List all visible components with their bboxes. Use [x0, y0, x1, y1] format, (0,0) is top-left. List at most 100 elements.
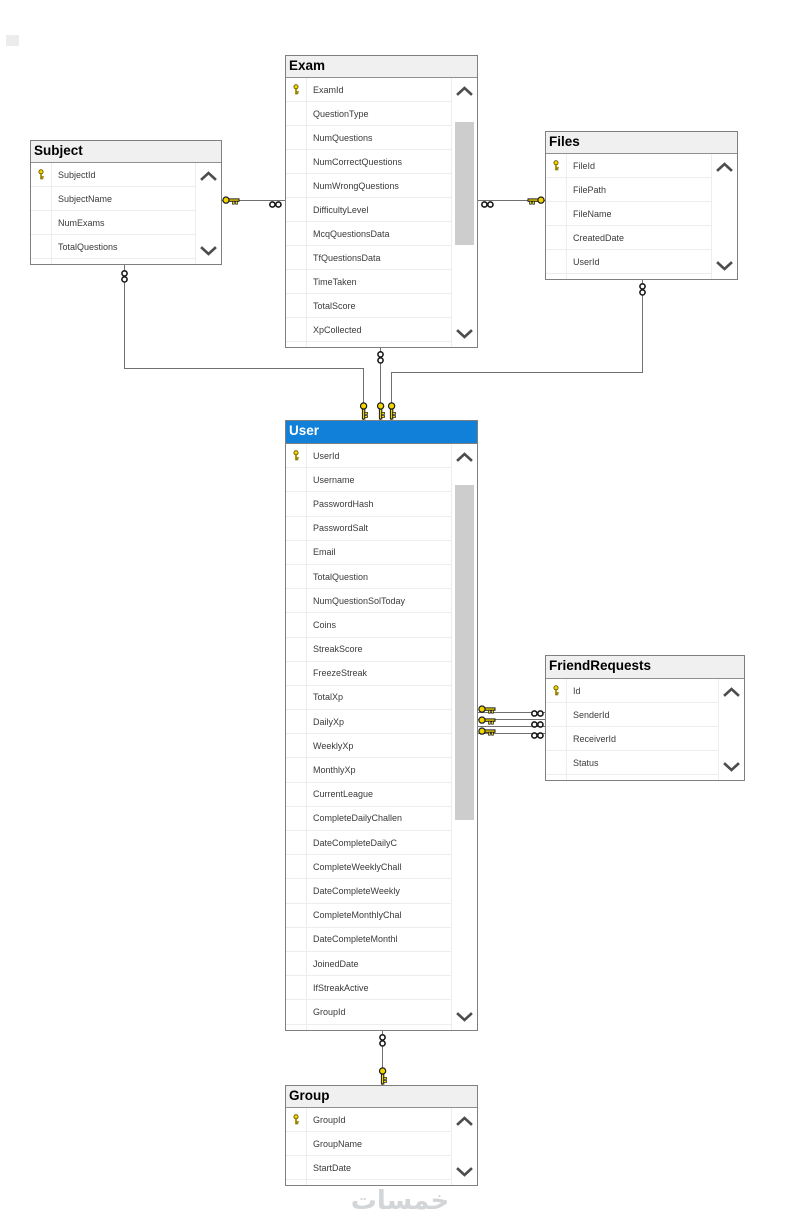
field-row-receiverid[interactable]: ReceiverId	[546, 727, 718, 751]
field-row-timetaken[interactable]: TimeTaken	[286, 270, 451, 294]
scroll-down-button[interactable]	[452, 1159, 477, 1185]
relationship-line-user-subject[interactable]	[124, 368, 364, 369]
relationship-line-user-friendrequests[interactable]	[478, 733, 546, 734]
field-row-completemonthlychal[interactable]: CompleteMonthlyChal	[286, 904, 451, 928]
scrollbar-thumb[interactable]	[455, 485, 474, 820]
field-row-completeweeklychall[interactable]: CompleteWeeklyChall	[286, 855, 451, 880]
table-scrollbar[interactable]	[711, 154, 737, 279]
field-row-examid[interactable]: ExamId	[286, 78, 451, 102]
relationship-line-user-subject[interactable]	[363, 368, 364, 421]
scrollbar-track[interactable]	[196, 189, 221, 238]
scrollbar-track[interactable]	[452, 470, 477, 1004]
field-row-tfquestionsdata[interactable]: TfQuestionsData	[286, 246, 451, 270]
field-row-email[interactable]: Email	[286, 541, 451, 565]
scrollbar-track[interactable]	[452, 1134, 477, 1159]
relationship-line-user-friendrequests[interactable]	[478, 712, 546, 713]
field-row-completedailychallen[interactable]: CompleteDailyChallen	[286, 807, 451, 831]
field-row-numexams[interactable]: NumExams	[31, 211, 195, 235]
scrollbar-track[interactable]	[719, 705, 744, 754]
scrollbar-track[interactable]	[452, 104, 477, 321]
relationship-line-user-files[interactable]	[391, 372, 643, 373]
relationship-line-user-friendrequests[interactable]	[478, 726, 546, 727]
field-row-fileid[interactable]: FileId	[546, 154, 711, 178]
table-header-friendrequests[interactable]: FriendRequests	[546, 656, 744, 679]
field-row-datecompleteweekly[interactable]: DateCompleteWeekly	[286, 879, 451, 904]
field-row-totalquestions[interactable]: TotalQuestions	[31, 235, 195, 259]
field-row-filepath[interactable]: FilePath	[546, 178, 711, 202]
field-row-streakscore[interactable]: StreakScore	[286, 638, 451, 662]
scroll-up-button[interactable]	[452, 78, 477, 104]
relationship-line-files-exam[interactable]	[478, 200, 546, 201]
table-scrollbar[interactable]	[451, 444, 477, 1030]
field-row-groupid[interactable]: GroupId	[286, 1000, 451, 1025]
table-header-exam[interactable]: Exam	[286, 56, 477, 78]
scroll-down-button[interactable]	[196, 238, 221, 264]
field-row-mcqquestionsdata[interactable]: McqQuestionsData	[286, 222, 451, 246]
table-header-user[interactable]: User	[286, 421, 477, 444]
field-row-username[interactable]: Username	[286, 468, 451, 493]
scroll-up-button[interactable]	[196, 163, 221, 189]
field-row-currentleague[interactable]: CurrentLeague	[286, 783, 451, 807]
table-header-files[interactable]: Files	[546, 132, 737, 154]
field-row-xpcollected[interactable]: XpCollected	[286, 318, 451, 342]
scroll-down-button[interactable]	[452, 1004, 477, 1030]
scroll-up-button[interactable]	[712, 154, 737, 180]
field-row-filename[interactable]: FileName	[546, 202, 711, 226]
scrollbar-thumb[interactable]	[455, 122, 474, 245]
scroll-up-button[interactable]	[452, 1108, 477, 1134]
field-row-numquestionsoltoday[interactable]: NumQuestionSolToday	[286, 589, 451, 614]
field-row-passwordsalt[interactable]: PasswordSalt	[286, 517, 451, 541]
field-row-status[interactable]: Status	[546, 751, 718, 775]
scroll-up-button[interactable]	[452, 444, 477, 470]
field-row-freezestreak[interactable]: FreezeStreak	[286, 662, 451, 686]
scroll-up-button[interactable]	[719, 679, 744, 705]
field-row-subjectname[interactable]: SubjectName	[31, 187, 195, 211]
field-row-totalxp[interactable]: TotalXp	[286, 686, 451, 711]
field-row-numquestions[interactable]: NumQuestions	[286, 126, 451, 150]
relationship-line-user-friendrequests[interactable]	[478, 719, 546, 720]
scrollbar-track[interactable]	[712, 180, 737, 253]
field-row-senderid[interactable]: SenderId	[546, 703, 718, 727]
field-row-datecompletedailyc[interactable]: DateCompleteDailyC	[286, 831, 451, 856]
field-row-groupname[interactable]: GroupName	[286, 1132, 451, 1156]
field-row-totalquestion[interactable]: TotalQuestion	[286, 565, 451, 590]
scroll-down-button[interactable]	[712, 253, 737, 279]
field-row-id[interactable]: Id	[546, 679, 718, 703]
field-row-questiontype[interactable]: QuestionType	[286, 102, 451, 126]
scroll-down-button[interactable]	[452, 321, 477, 347]
table-scrollbar[interactable]	[451, 1108, 477, 1185]
field-row-subjectid[interactable]: SubjectId	[31, 163, 195, 187]
field-row-datecompletemonthl[interactable]: DateCompleteMonthl	[286, 928, 451, 952]
field-row-userid[interactable]: UserId	[546, 250, 711, 274]
field-row-difficultylevel[interactable]: DifficultyLevel	[286, 198, 451, 222]
field-row-numwrongquestions[interactable]: NumWrongQuestions	[286, 174, 451, 198]
table-scrollbar[interactable]	[451, 78, 477, 347]
field-row-groupid[interactable]: GroupId	[286, 1108, 451, 1132]
field-row-ifstreakactive[interactable]: IfStreakActive	[286, 976, 451, 1001]
field-row-joineddate[interactable]: JoinedDate	[286, 952, 451, 977]
table-header-group[interactable]: Group	[286, 1086, 477, 1108]
field-row-weeklyxp[interactable]: WeeklyXp	[286, 734, 451, 759]
field-row-coins[interactable]: Coins	[286, 613, 451, 638]
field-row-passwordhash[interactable]: PasswordHash	[286, 492, 451, 517]
table-scrollbar[interactable]	[195, 163, 221, 264]
field-row-dailyxp[interactable]: DailyXp	[286, 710, 451, 735]
table-header-subject[interactable]: Subject	[31, 141, 221, 163]
field-row-userid[interactable]: UserId	[286, 444, 451, 469]
table-scrollbar[interactable]	[718, 679, 744, 780]
relationship-line-user-files[interactable]	[642, 279, 643, 373]
relationship-line-subject-exam[interactable]	[222, 200, 286, 201]
relationship-line-user-files[interactable]	[391, 372, 392, 421]
field-row-createddate[interactable]: CreatedDate	[546, 226, 711, 250]
field-row-monthlyxp[interactable]: MonthlyXp	[286, 758, 451, 783]
field-row-totalscore[interactable]: TotalScore	[286, 294, 451, 318]
relationship-line-user-exam[interactable]	[380, 347, 381, 421]
relationship-line-group-user[interactable]	[382, 1031, 383, 1086]
relationship-line-user-subject[interactable]	[124, 264, 125, 369]
